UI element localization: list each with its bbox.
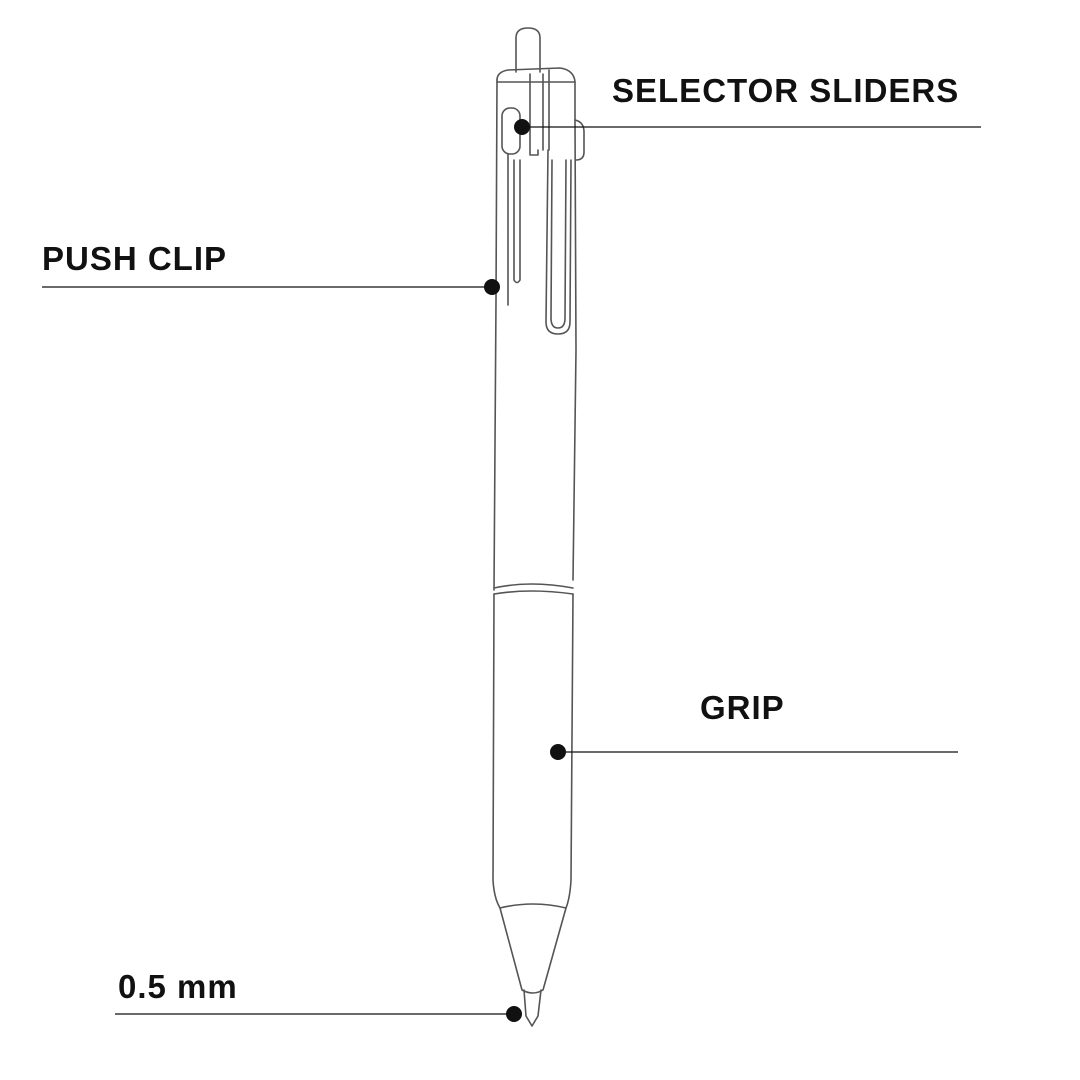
dot-tip bbox=[506, 1006, 522, 1022]
dot-grip bbox=[550, 744, 566, 760]
grip-right-edge bbox=[565, 593, 574, 909]
pen-tip bbox=[523, 989, 542, 1027]
callout-push-clip: PUSH CLIP bbox=[42, 240, 228, 277]
selector-slider-1 bbox=[542, 69, 550, 151]
dot-selector bbox=[514, 119, 530, 135]
callout-grip: GRIP bbox=[700, 689, 785, 726]
selector-knob-stem bbox=[507, 153, 521, 306]
pen-cone bbox=[499, 903, 567, 994]
leaders bbox=[42, 126, 981, 1015]
leader-dots bbox=[484, 119, 566, 1022]
pen-illustration bbox=[492, 27, 585, 1027]
grip-top-edge bbox=[493, 583, 574, 589]
pen-left-edge bbox=[493, 79, 498, 591]
selector-slider-2 bbox=[529, 73, 539, 156]
push-clip-inner bbox=[550, 159, 567, 329]
pen-plunger bbox=[515, 27, 541, 73]
grip-top-edge-2 bbox=[493, 590, 574, 595]
callout-selector-sliders: SELECTOR SLIDERS bbox=[612, 72, 960, 109]
grip-left-edge bbox=[492, 593, 501, 909]
dot-clip bbox=[484, 279, 500, 295]
selector-slider-tab bbox=[574, 119, 585, 161]
callout-tip-size: 0.5 mm bbox=[118, 968, 238, 1005]
push-clip bbox=[545, 149, 572, 335]
